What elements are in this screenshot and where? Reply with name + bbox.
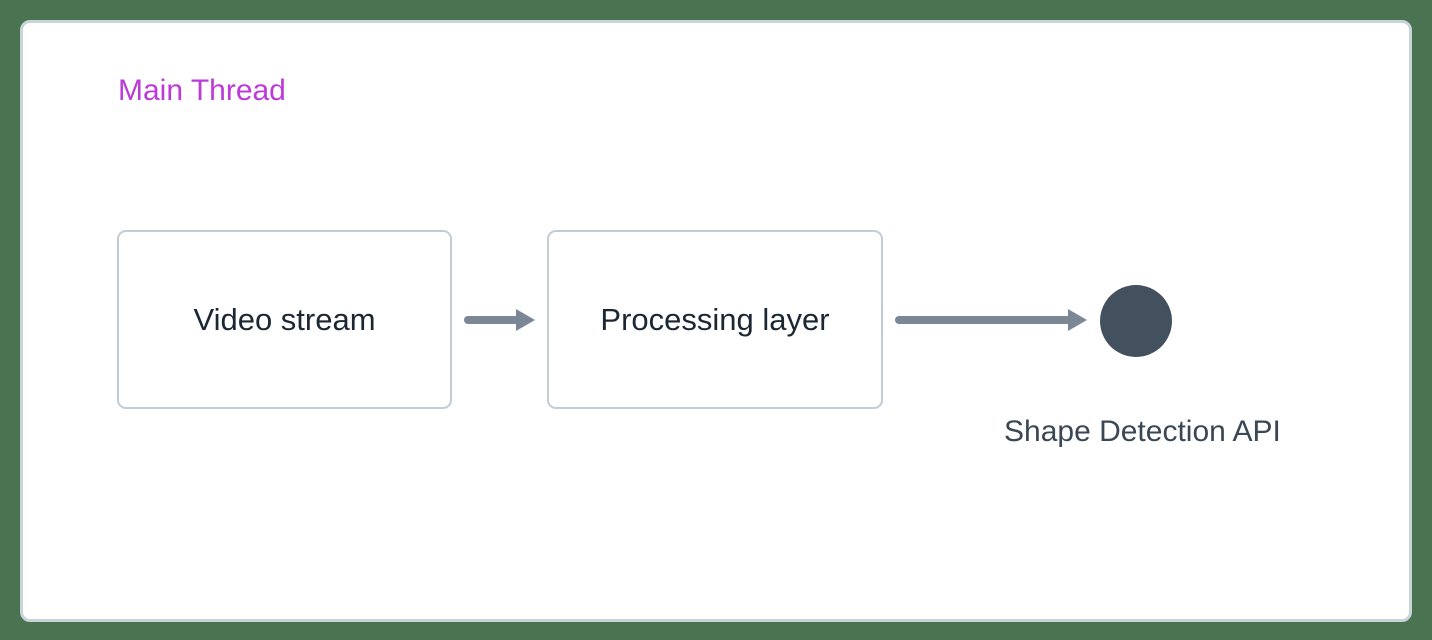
processing-layer-node: Processing layer [547,230,883,409]
processing-layer-node-label: Processing layer [600,301,830,337]
arrow-right-icon [516,309,535,331]
arrow-right-icon [1068,309,1087,331]
shape-detection-circle-icon [1100,285,1172,357]
shape-detection-api-label: Shape Detection API [1004,415,1281,448]
main-thread-label: Main Thread [118,74,286,107]
video-stream-node: Video stream [117,230,452,409]
video-stream-node-label: Video stream [193,301,376,337]
arrow-shaft [895,316,1075,324]
arrow-shaft [464,316,522,324]
